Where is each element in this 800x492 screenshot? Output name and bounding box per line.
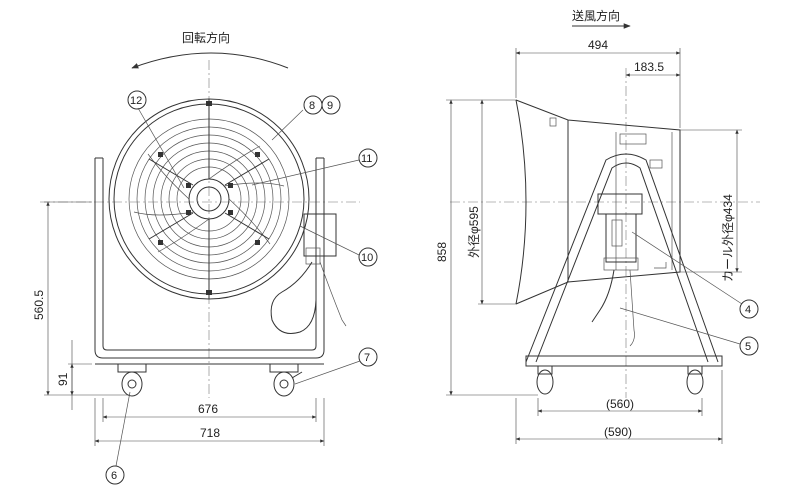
callout-10: 10 xyxy=(361,252,373,264)
callout-9: 9 xyxy=(327,100,333,112)
side-view: 送風方向 xyxy=(435,8,760,444)
callout-11: 11 xyxy=(361,153,372,165)
caster-right xyxy=(269,363,303,397)
dim-183-5: 183.5 xyxy=(634,60,664,74)
guard-spokes xyxy=(148,99,270,299)
callout-12: 12 xyxy=(130,95,142,107)
outer-diameter-label: 外径φ595 xyxy=(467,206,481,258)
front-view: 回転方向 xyxy=(32,30,378,485)
callout-6: 6 xyxy=(111,470,117,482)
stand-frame xyxy=(94,158,325,359)
dim-718: 718 xyxy=(200,426,220,440)
airflow-direction-label: 送風方向 xyxy=(572,8,620,23)
callout-4: 4 xyxy=(745,304,751,316)
dim-858: 858 xyxy=(435,242,449,262)
curl-outer-diameter-label: カール外径φ434 xyxy=(721,194,735,282)
dim-590: (590) xyxy=(604,425,632,439)
a-frame-stand xyxy=(525,153,719,363)
motor xyxy=(597,193,643,215)
fan-casing-side xyxy=(515,99,527,305)
dim-560: (560) xyxy=(606,397,634,411)
dim-560-5: 560.5 xyxy=(32,290,46,320)
caster-left xyxy=(117,363,147,397)
side-caster-left xyxy=(536,365,554,395)
dim-91: 91 xyxy=(56,372,70,386)
callout-8: 8 xyxy=(309,100,315,112)
callout-7: 7 xyxy=(364,352,370,364)
power-cable xyxy=(270,261,317,334)
rotation-arrow xyxy=(131,52,289,69)
side-cable xyxy=(591,269,615,323)
callout-5: 5 xyxy=(745,341,751,353)
dim-676: 676 xyxy=(198,402,218,416)
side-caster-right xyxy=(686,365,704,395)
dim-494: 494 xyxy=(588,38,608,52)
rotation-direction-label: 回転方向 xyxy=(182,30,230,45)
